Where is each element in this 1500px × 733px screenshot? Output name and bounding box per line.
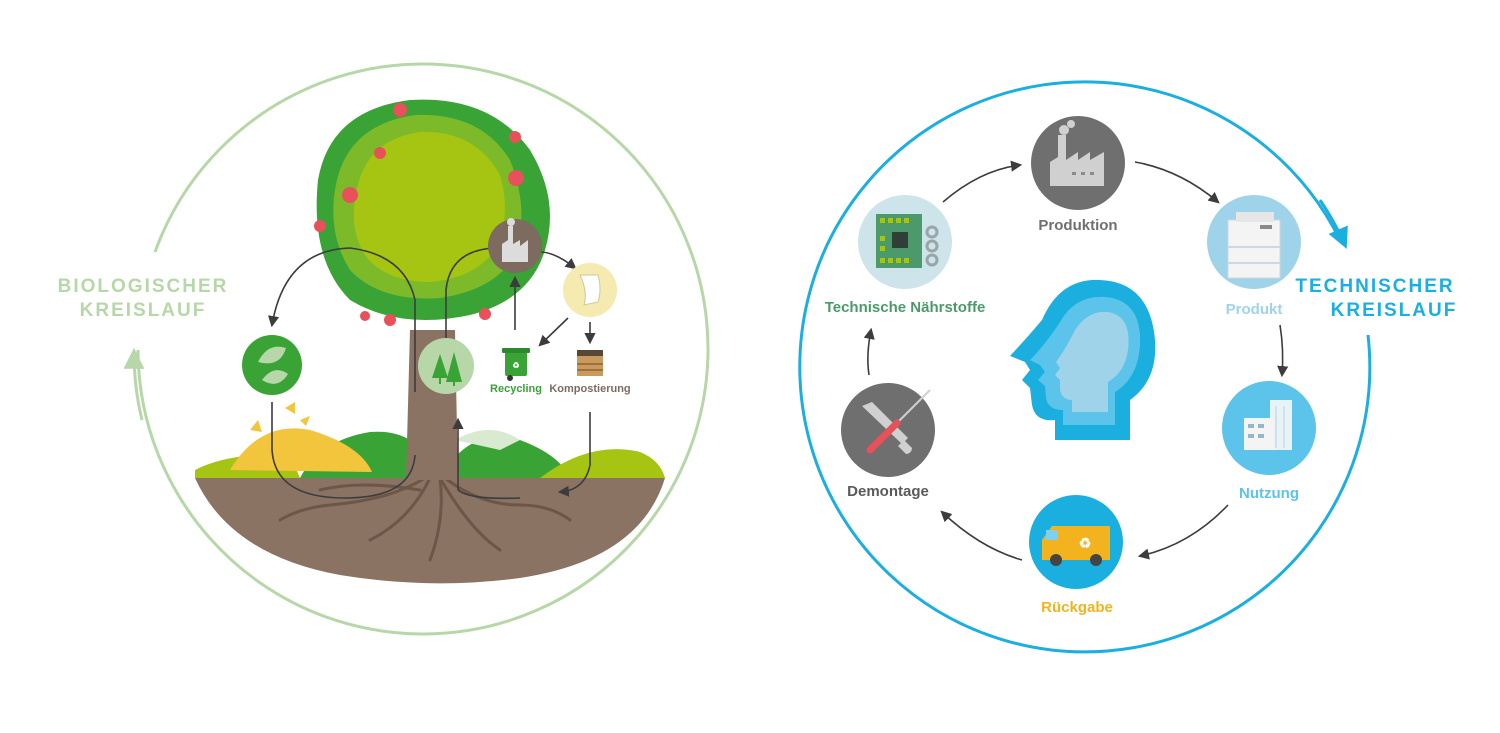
- leaf-pile: [230, 428, 372, 472]
- nutrients-node: [858, 195, 952, 289]
- disassembly-label: Demontage: [847, 483, 929, 500]
- return-label: Rückgabe: [1041, 599, 1113, 616]
- production-node: [1031, 116, 1125, 210]
- factory-icon: [1050, 120, 1104, 186]
- technical-cycle-title-line1: TECHNISCHER: [1295, 276, 1454, 297]
- product-label: Produkt: [1226, 301, 1283, 318]
- printer-icon: [1227, 212, 1281, 279]
- nutrients-label: Technische Nährstoffe: [825, 299, 986, 316]
- apple-tree: [314, 99, 550, 480]
- forest-icon: [418, 338, 474, 394]
- composting-label: Kompostierung: [549, 383, 630, 395]
- biological-flow-arrows: [268, 247, 596, 500]
- human-head-icon: [1010, 279, 1156, 440]
- biological-cycle-title-line2: KREISLAUF: [80, 300, 207, 321]
- technical-cycle-ring: [798, 80, 1372, 654]
- svg-text:♻: ♻: [512, 361, 519, 370]
- svg-text:♻: ♻: [1079, 535, 1092, 551]
- soil: [195, 478, 665, 584]
- circuit-board-icon: [876, 214, 939, 268]
- usage-label: Nutzung: [1239, 485, 1299, 502]
- compost-crate-icon: [577, 350, 603, 376]
- biological-cycle-ring: [136, 62, 710, 636]
- recycle-bin-icon: ♻: [502, 348, 530, 381]
- usage-node: [1222, 381, 1316, 475]
- technical-cycle: TECHNISCHER KREISLAUF Produktion: [798, 80, 1458, 654]
- biological-cycle: BIOLOGISCHER KREISLAUF: [58, 62, 710, 636]
- building-icon: [1244, 400, 1292, 450]
- technical-cycle-ring-arrow: [1318, 199, 1348, 249]
- biological-cycle-ring-arrow: [123, 347, 145, 421]
- paper-icon: [563, 263, 617, 317]
- production-label: Produktion: [1038, 217, 1117, 234]
- technical-cycle-title-line2: KREISLAUF: [1331, 300, 1458, 321]
- product-node: [1207, 195, 1301, 289]
- tools-icon: [862, 389, 931, 454]
- technical-flow-arrows: [863, 160, 1289, 561]
- apples: [314, 103, 524, 326]
- leaves-icon: [242, 335, 302, 395]
- factory-icon: [488, 218, 542, 273]
- disassembly-node: [841, 383, 935, 477]
- return-node: ♻: [1029, 495, 1123, 589]
- biological-cycle-title-line1: BIOLOGISCHER: [58, 276, 229, 297]
- delivery-van-icon: ♻: [1042, 526, 1110, 566]
- recycling-label: Recycling: [490, 383, 542, 395]
- ground: [195, 402, 665, 584]
